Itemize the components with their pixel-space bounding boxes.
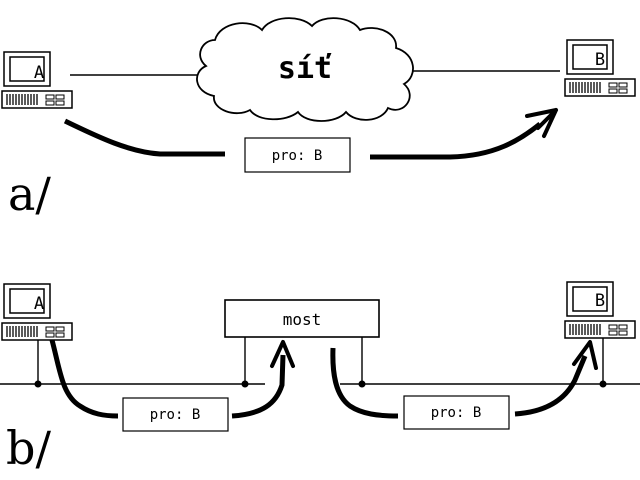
host-a-computer-icon: A xyxy=(1,51,73,109)
bridge-tap-right xyxy=(358,380,366,388)
lan-tap-b xyxy=(599,380,607,388)
packet-box xyxy=(244,137,351,173)
section-a-label: a/ xyxy=(8,167,51,221)
packet-box-right xyxy=(403,395,510,430)
path-arrow-right xyxy=(370,122,542,160)
path-arrow-left xyxy=(63,118,225,157)
cloud-label: síť xyxy=(278,51,332,86)
arrow-head-icon xyxy=(525,108,558,138)
host-b-label: B xyxy=(595,291,605,311)
packet-label: pro: B xyxy=(272,148,323,164)
packet-left-label: pro: B xyxy=(150,407,201,423)
path-arrow-bridge-to-packet xyxy=(330,347,399,419)
host-a-computer-icon: A xyxy=(1,283,73,341)
host-a-label: A xyxy=(34,294,44,314)
part-a: A B síť pro: B a/ xyxy=(1,17,636,221)
packet-box-left xyxy=(122,397,229,432)
lan-tap-a xyxy=(34,380,42,388)
bridge-tap-left xyxy=(241,380,249,388)
host-b-computer-icon: B xyxy=(564,281,636,339)
part-b: A B most pro: B pro: B xyxy=(0,281,640,475)
path-arrow-packet-to-b xyxy=(514,355,588,417)
host-a-label: A xyxy=(34,63,44,83)
bridge-box xyxy=(224,299,380,338)
arrow-head-up-icon xyxy=(572,340,598,370)
path-arrow-a-to-bridge xyxy=(49,339,119,419)
host-b-computer-icon: B xyxy=(564,39,636,97)
bridge-label: most xyxy=(283,310,322,329)
arrow-head-up-icon xyxy=(270,340,295,368)
section-b-label: b/ xyxy=(6,421,51,475)
path-arrow-packet-to-bridge xyxy=(231,354,286,419)
packet-right-label: pro: B xyxy=(431,405,482,421)
host-b-label: B xyxy=(595,50,605,70)
network-cloud-icon xyxy=(196,17,414,122)
